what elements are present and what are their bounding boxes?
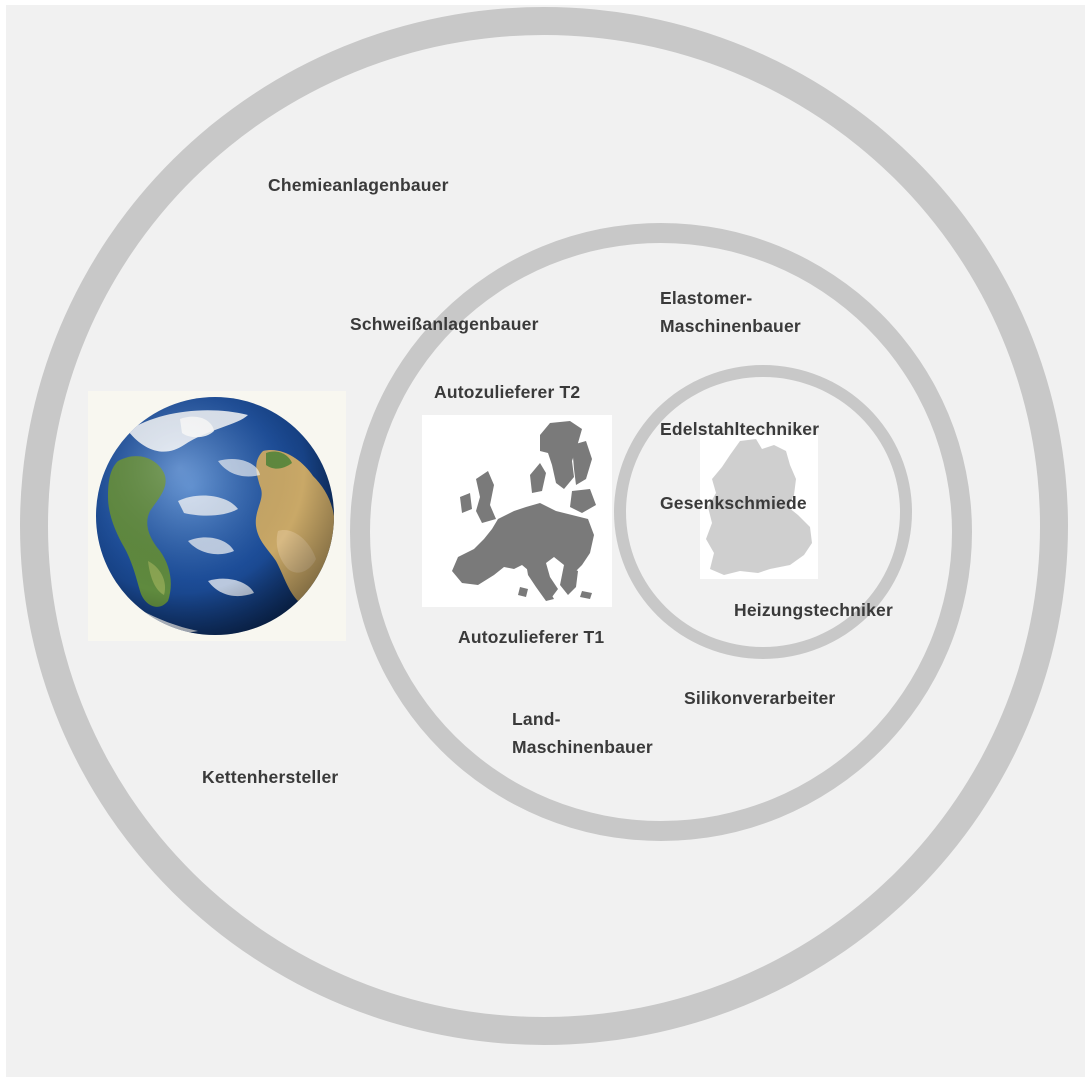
label-schweissanlagenbauer: Schweißanlagenbauer: [350, 314, 539, 334]
label-land-line1: Land-: [512, 709, 561, 729]
diagram-canvas: Chemieanlagenbauer Kettenhersteller Schw…: [6, 5, 1085, 1077]
label-edelstahltechniker: Edelstahltechniker: [660, 419, 820, 439]
label-chemieanlagenbauer: Chemieanlagenbauer: [268, 175, 449, 195]
germany-map-icon: [700, 435, 818, 579]
label-elastomer-line1: Elastomer-: [660, 288, 753, 308]
label-land-line2: Maschinenbauer: [512, 737, 653, 757]
label-elastomer-line2: Maschinenbauer: [660, 316, 801, 336]
label-autozulieferer-t2: Autozulieferer T2: [434, 382, 581, 402]
label-autozulieferer-t1: Autozulieferer T1: [458, 627, 605, 647]
label-heizungstechniker: Heizungstechniker: [734, 600, 893, 620]
europe-map-icon: [422, 415, 612, 607]
globe-icon: [88, 391, 346, 641]
label-kettenhersteller: Kettenhersteller: [202, 767, 339, 787]
label-silikonverarbeiter: Silikonverarbeiter: [684, 688, 836, 708]
label-gesenkschmiede: Gesenkschmiede: [660, 493, 807, 513]
